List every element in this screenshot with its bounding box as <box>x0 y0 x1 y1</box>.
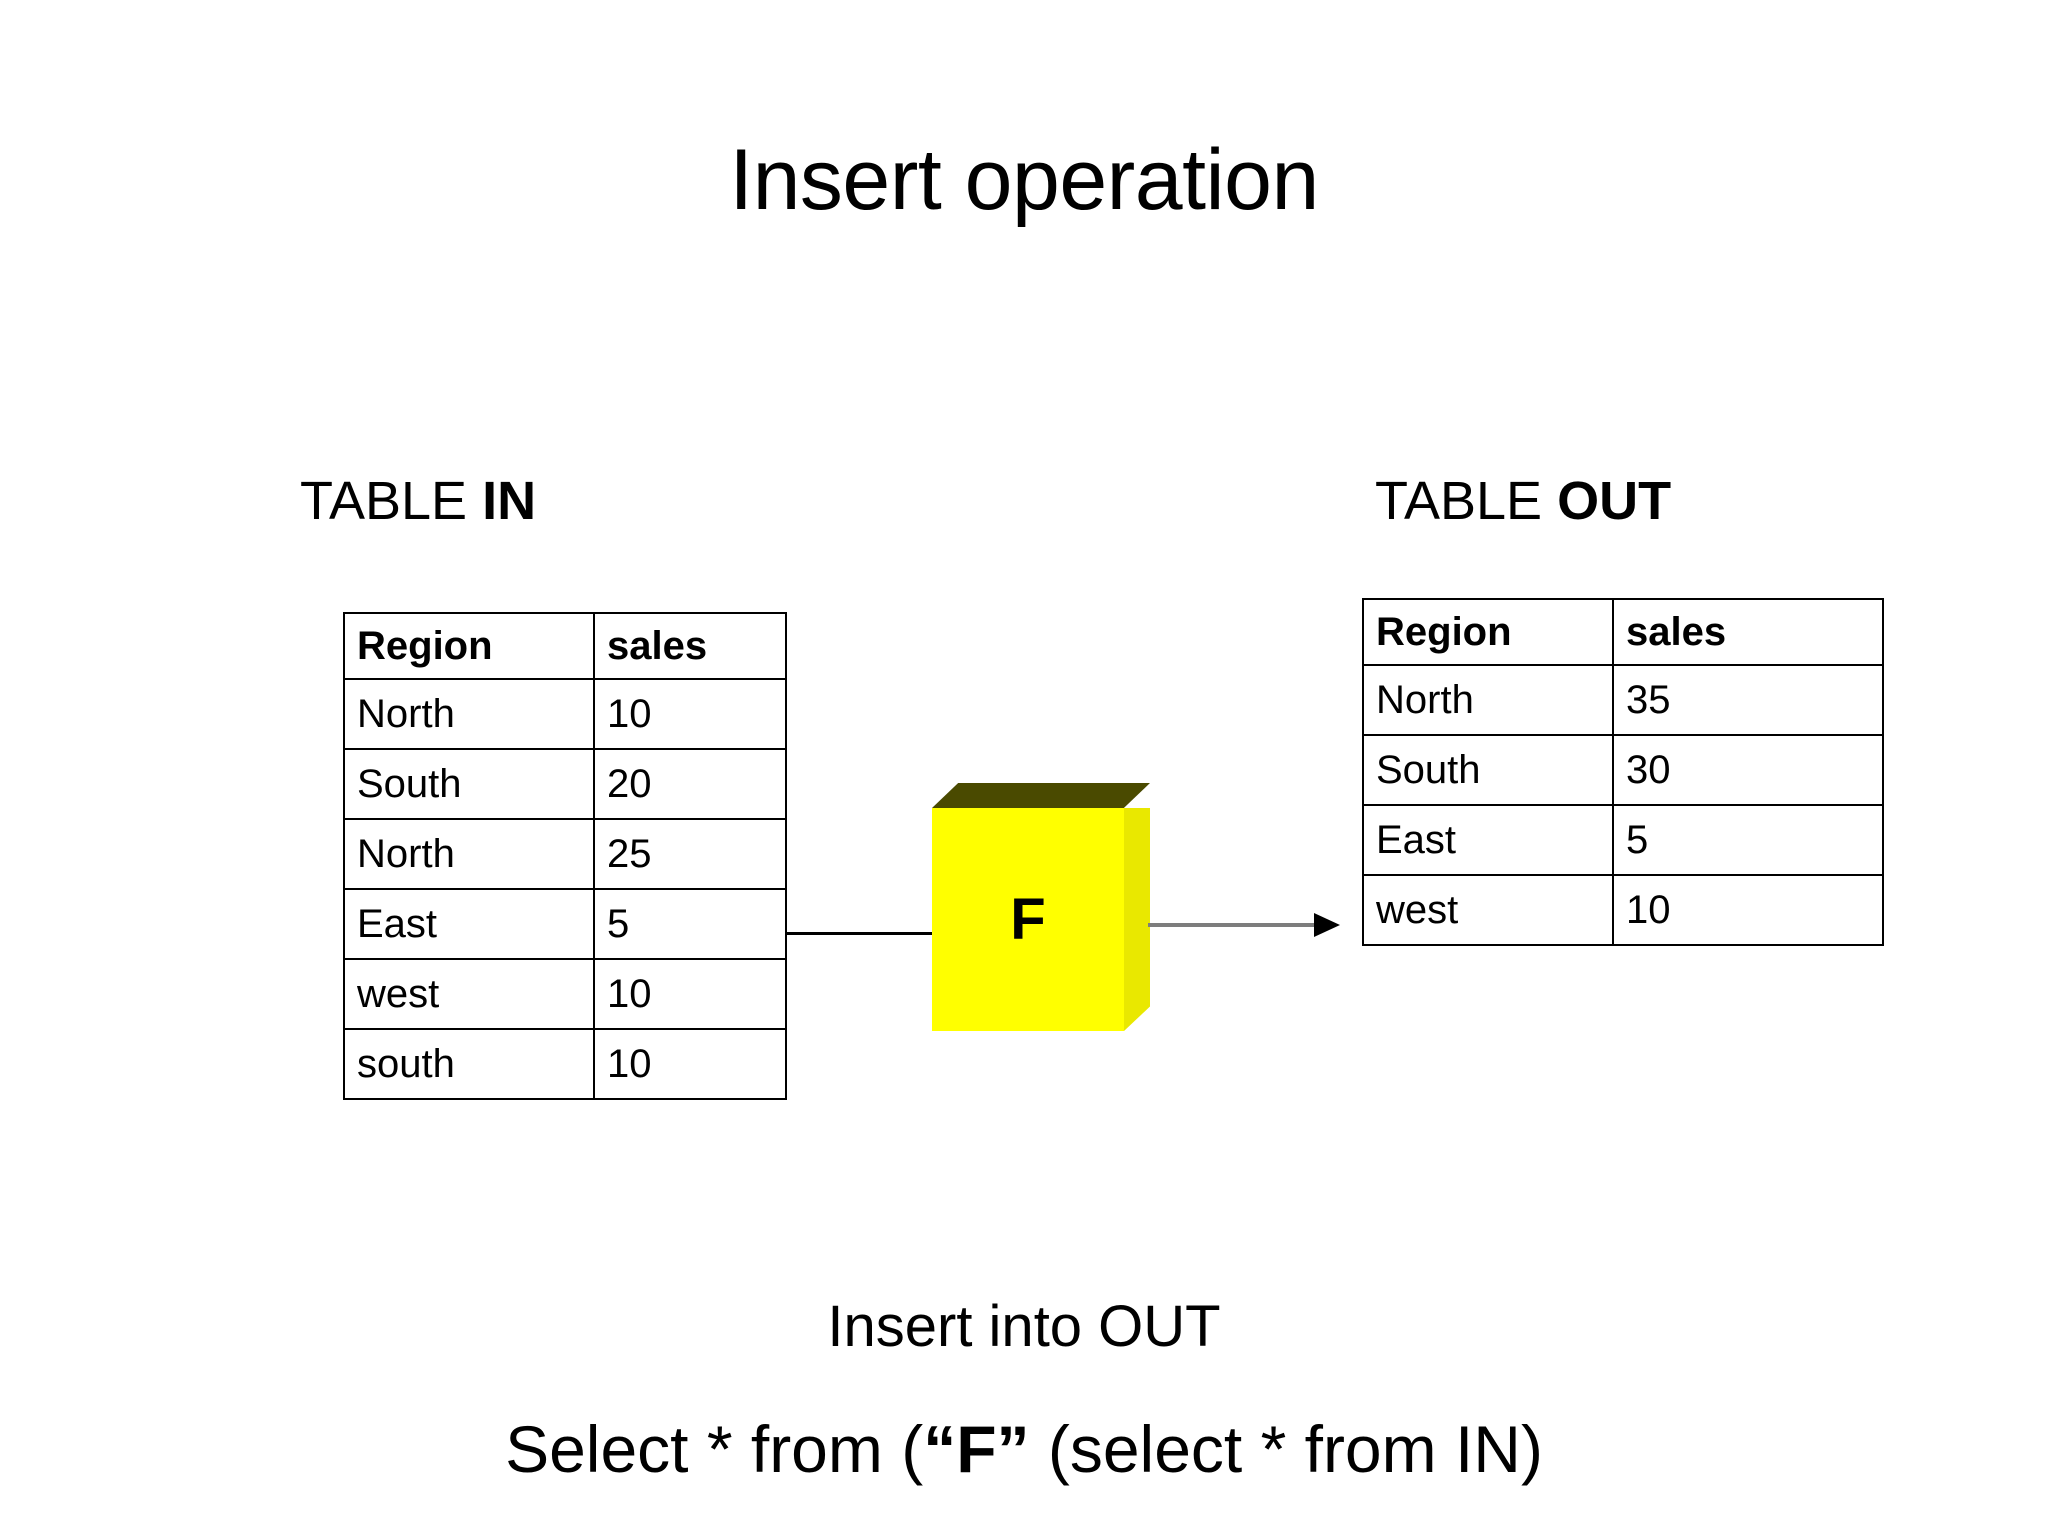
table-row: South 30 <box>1362 734 1884 806</box>
table-in-caption-emphasis: IN <box>482 471 537 531</box>
table-row: East 5 <box>343 888 787 960</box>
table-row: East 5 <box>1362 804 1884 876</box>
table-out-cell-region: East <box>1362 804 1614 876</box>
table-in-cell-region: East <box>343 888 595 960</box>
table-in-header-region: Region <box>343 612 595 680</box>
table-out-caption-emphasis: OUT <box>1557 471 1672 531</box>
table-out-cell-region: South <box>1362 734 1614 806</box>
table-out-cell-sales: 10 <box>1612 874 1884 946</box>
table-in-cell-sales: 25 <box>593 818 787 890</box>
arrow-shaft <box>1148 923 1318 927</box>
table-in-cell-sales: 10 <box>593 1028 787 1100</box>
table-row: west 10 <box>1362 874 1884 946</box>
table-row: North 10 <box>343 678 787 750</box>
cube-side-face <box>1124 808 1150 1031</box>
table-in-cell-sales: 20 <box>593 748 787 820</box>
table-out-header-sales: sales <box>1612 598 1884 666</box>
table-in-cell-region: west <box>343 958 595 1030</box>
table-in-header-row: Region sales <box>343 612 787 680</box>
table-out-cell-sales: 35 <box>1612 664 1884 736</box>
table-out-cell-sales: 30 <box>1612 734 1884 806</box>
sql-statement-line-1: Insert into OUT <box>827 1294 1221 1359</box>
table-in-cell-region: North <box>343 818 595 890</box>
process-cube-label: F <box>1010 886 1046 952</box>
cube-front-face <box>932 808 1124 1031</box>
table-in-header-sales: sales <box>593 612 787 680</box>
table-out-cell-region: west <box>1362 874 1614 946</box>
connector-line-input <box>786 932 934 935</box>
table-in-caption: TABLE IN <box>300 473 536 530</box>
table-out: Region sales North 35 South 30 East 5 we… <box>1362 598 1884 946</box>
sql-line2-prefix: Select * from ( <box>505 1412 924 1486</box>
sql-line2-quoted-function: “F” <box>923 1412 1030 1486</box>
table-row: North 35 <box>1362 664 1884 736</box>
table-in-cell-region: south <box>343 1028 595 1100</box>
sql-statement-line-2: Select * from (“F” (select * from IN) <box>0 1413 2048 1486</box>
table-out-cell-region: North <box>1362 664 1614 736</box>
table-out-caption: TABLE OUT <box>1375 473 1671 530</box>
table-in-cell-region: South <box>343 748 595 820</box>
table-row: south 10 <box>343 1028 787 1100</box>
process-cube: F <box>932 783 1150 1031</box>
table-in-cell-sales: 10 <box>593 678 787 750</box>
table-row: North 25 <box>343 818 787 890</box>
page-title: Insert operation <box>729 132 1319 228</box>
table-out-caption-prefix: TABLE <box>1375 471 1558 531</box>
table-row: South 20 <box>343 748 787 820</box>
table-in-cell-sales: 5 <box>593 888 787 960</box>
table-out-header-region: Region <box>1362 598 1614 666</box>
arrow-head-icon <box>1314 913 1340 937</box>
cube-top-face <box>932 783 1150 808</box>
table-out-cell-sales: 5 <box>1612 804 1884 876</box>
sql-line2-suffix: (select * from IN) <box>1029 1412 1543 1486</box>
table-out-header-row: Region sales <box>1362 598 1884 666</box>
table-in-caption-prefix: TABLE <box>300 471 483 531</box>
table-in-cell-region: North <box>343 678 595 750</box>
connector-arrow-output <box>1148 913 1348 937</box>
table-in-cell-sales: 10 <box>593 958 787 1030</box>
table-in: Region sales North 10 South 20 North 25 … <box>343 612 787 1100</box>
table-row: west 10 <box>343 958 787 1030</box>
